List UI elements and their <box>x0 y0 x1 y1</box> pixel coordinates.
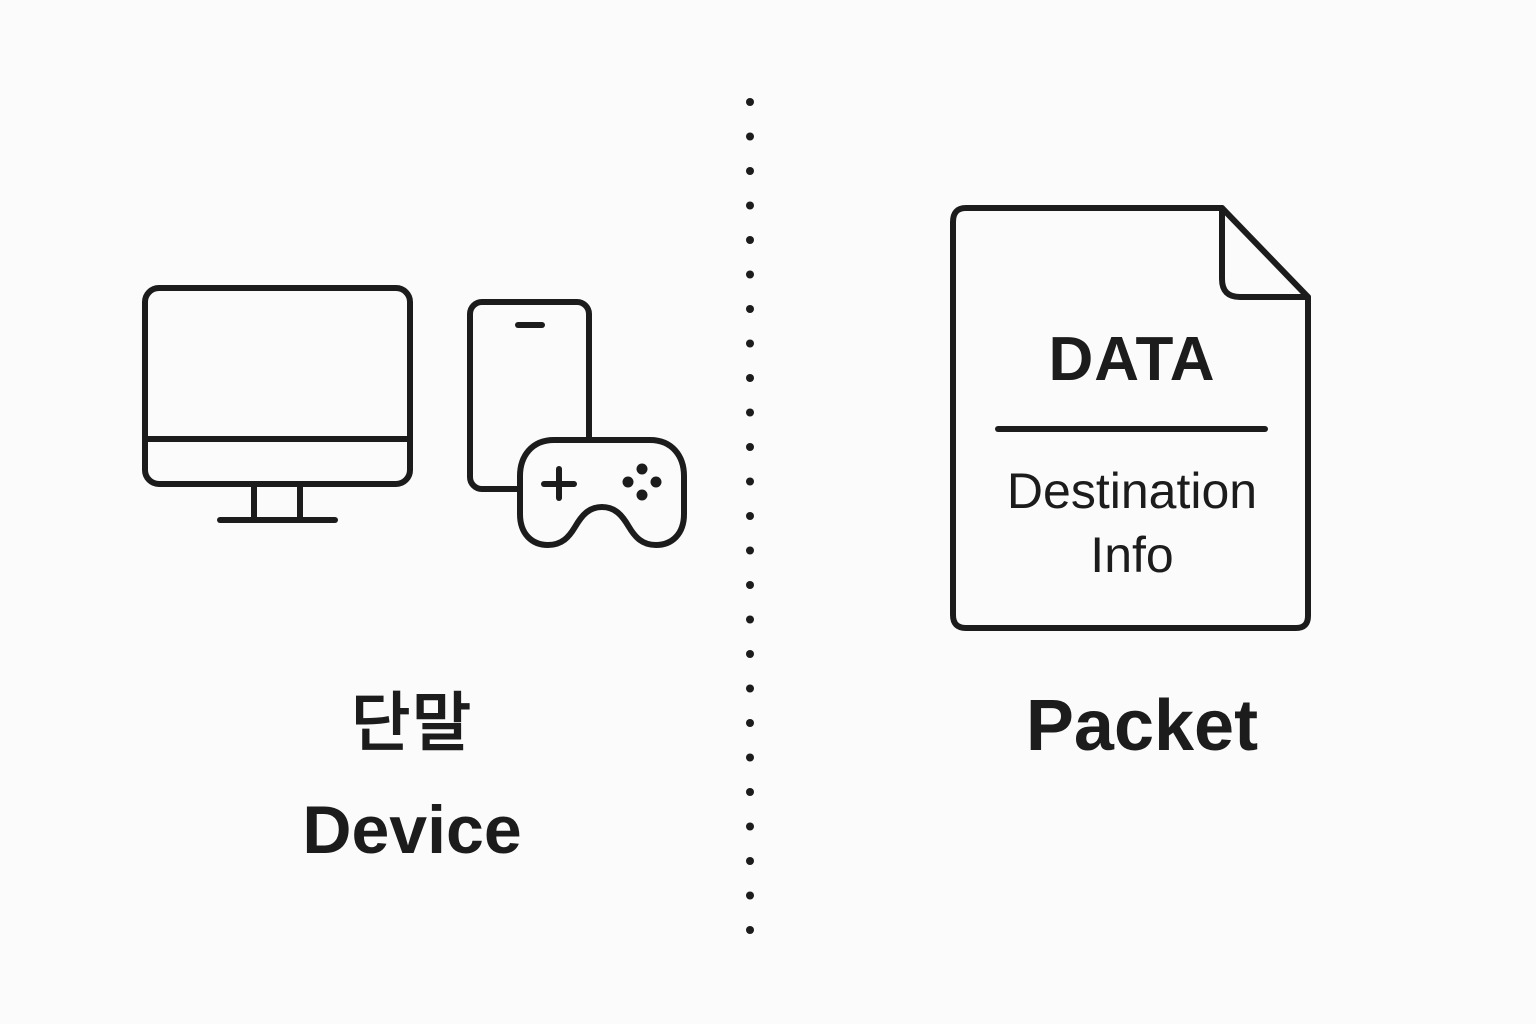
divider-dot <box>746 339 754 348</box>
document-icon <box>950 205 1311 631</box>
document-line-destination: Destination <box>1006 463 1258 519</box>
divider-dot <box>746 236 754 244</box>
divider-dot <box>746 167 754 175</box>
divider-dot <box>746 98 754 106</box>
divider-dot <box>746 891 754 900</box>
device-panel: 단말 Device <box>0 0 748 1024</box>
divider-dot <box>746 201 754 210</box>
divider-dot <box>746 546 754 555</box>
divider-dot <box>746 719 754 727</box>
divider-dot <box>746 374 754 382</box>
device-label-english: Device <box>302 792 522 868</box>
divider-dot <box>746 477 754 486</box>
divider-dot <box>746 512 754 520</box>
document-line-info: Info <box>1090 527 1174 583</box>
divider-dot <box>746 270 754 279</box>
divider-dot <box>746 857 754 865</box>
divider-dot <box>746 581 754 589</box>
divider-dot <box>746 443 754 451</box>
packet-label: Packet <box>1025 686 1259 766</box>
divider-dot <box>746 132 754 141</box>
dotted-divider <box>746 98 754 934</box>
divider-dot <box>746 408 754 417</box>
divider-dot <box>746 822 754 831</box>
divider-dot <box>746 753 754 762</box>
divider-dot <box>746 684 754 693</box>
divider-dot <box>746 650 754 658</box>
gamepad-icon <box>517 437 687 548</box>
divider-dot <box>746 926 754 934</box>
document-title: DATA <box>1048 325 1216 394</box>
divider-dot <box>746 615 754 624</box>
divider-dot <box>746 305 754 313</box>
monitor-icon <box>142 285 413 523</box>
divider-dot <box>746 788 754 796</box>
device-label-korean: 단말 <box>351 687 473 761</box>
